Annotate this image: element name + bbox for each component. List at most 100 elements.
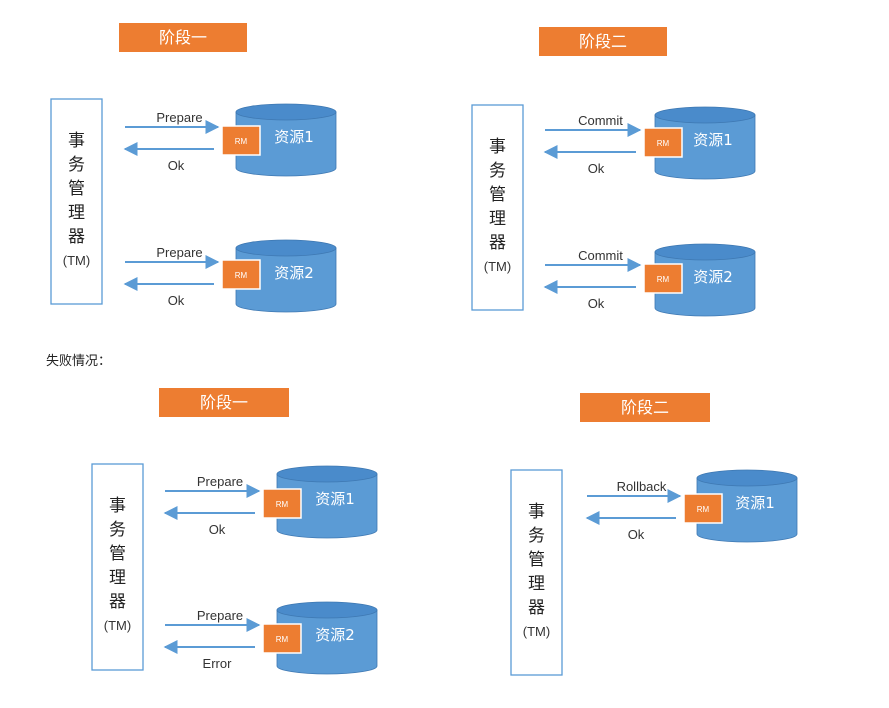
stage-banner-bg <box>119 23 247 52</box>
tm-char: 务 <box>68 155 85 175</box>
transaction-manager-box <box>471 104 524 311</box>
stage-banner: 阶段二 <box>580 393 710 422</box>
request-label: Commit <box>578 248 623 263</box>
database-cylinder-body <box>235 111 337 177</box>
tm-char: 管 <box>489 185 506 205</box>
stage-label: 阶段二 <box>621 398 669 417</box>
resource-label: 资源2 <box>315 626 355 644</box>
resource-label: 资源2 <box>274 264 314 282</box>
response-label: Ok <box>628 527 645 542</box>
tm-char: 事 <box>528 502 545 522</box>
stage-banner: 阶段二 <box>539 27 667 56</box>
tm-char: 器 <box>109 592 126 612</box>
tm-char: 事 <box>109 496 126 516</box>
database-cylinder-body <box>276 609 378 675</box>
stage-label: 阶段一 <box>159 28 207 47</box>
stage-banner-bg <box>159 388 289 417</box>
resource-label: 资源1 <box>693 131 733 149</box>
rm-label: RM <box>235 271 248 280</box>
resource-label: 资源1 <box>315 490 355 508</box>
database-cylinder-top <box>276 465 378 483</box>
database-cylinder-body <box>276 473 378 539</box>
stage-banner-bg <box>580 393 710 422</box>
rm-box <box>643 263 683 294</box>
stage-banner-bg <box>539 27 667 56</box>
request-label: Prepare <box>197 474 243 489</box>
rm-label: RM <box>697 505 710 514</box>
response-label: Ok <box>168 293 185 308</box>
failure-caption: 失败情况： <box>46 354 112 369</box>
request-label: Prepare <box>156 110 202 125</box>
tm-char: 务 <box>528 526 545 546</box>
response-label: Ok <box>168 158 185 173</box>
tm-char: 管 <box>109 544 126 564</box>
response-label: Ok <box>209 522 226 537</box>
tm-char: 事 <box>489 137 506 157</box>
stage-banner: 阶段一 <box>119 23 247 52</box>
tm-char: 理 <box>489 209 506 229</box>
tm-char: 务 <box>109 520 126 540</box>
rm-label: RM <box>276 635 289 644</box>
database-cylinder-top <box>654 106 756 124</box>
tm-char: 理 <box>68 203 85 223</box>
rm-box <box>683 493 723 524</box>
rm-box <box>221 259 261 290</box>
database-cylinder-body <box>235 247 337 313</box>
rm-label: RM <box>657 139 670 148</box>
panel-3: 阶段一事务管理器(TM)资源1RMPrepareOk资源2RMPrepareEr… <box>91 388 378 675</box>
rm-box <box>221 125 261 156</box>
tm-char: 理 <box>528 574 545 594</box>
response-label: Error <box>203 656 233 671</box>
stage-label: 阶段二 <box>579 32 627 51</box>
tm-char: 管 <box>528 550 545 570</box>
tm-abbr: (TM) <box>104 618 131 633</box>
rm-label: RM <box>276 500 289 509</box>
tm-char: 务 <box>489 161 506 181</box>
rm-box <box>262 488 302 519</box>
resource-label: 资源1 <box>735 494 775 512</box>
tm-char: 理 <box>109 568 126 588</box>
rm-label: RM <box>235 137 248 146</box>
database-cylinder-top <box>696 469 798 487</box>
rm-box <box>262 623 302 654</box>
tm-abbr: (TM) <box>484 259 511 274</box>
transaction-manager-box <box>91 463 144 671</box>
database-cylinder-top <box>276 601 378 619</box>
tm-abbr: (TM) <box>63 253 90 268</box>
resource-label: 资源1 <box>274 128 314 146</box>
stage-label: 阶段一 <box>200 393 248 412</box>
rm-box <box>643 127 683 158</box>
tm-char: 器 <box>528 598 545 618</box>
request-label: Commit <box>578 113 623 128</box>
response-label: Ok <box>588 296 605 311</box>
resource-label: 资源2 <box>693 268 733 286</box>
database-cylinder-top <box>235 103 337 121</box>
transaction-manager-box <box>510 469 563 676</box>
database-cylinder-top <box>235 239 337 257</box>
request-label: Prepare <box>197 608 243 623</box>
tm-char: 事 <box>68 131 85 151</box>
rm-label: RM <box>657 275 670 284</box>
stage-banner: 阶段一 <box>159 388 289 417</box>
response-label: Ok <box>588 161 605 176</box>
transaction-manager-box <box>50 98 103 305</box>
tm-char: 管 <box>68 179 85 199</box>
tm-abbr: (TM) <box>523 624 550 639</box>
request-label: Prepare <box>156 245 202 260</box>
database-cylinder-top <box>654 243 756 261</box>
